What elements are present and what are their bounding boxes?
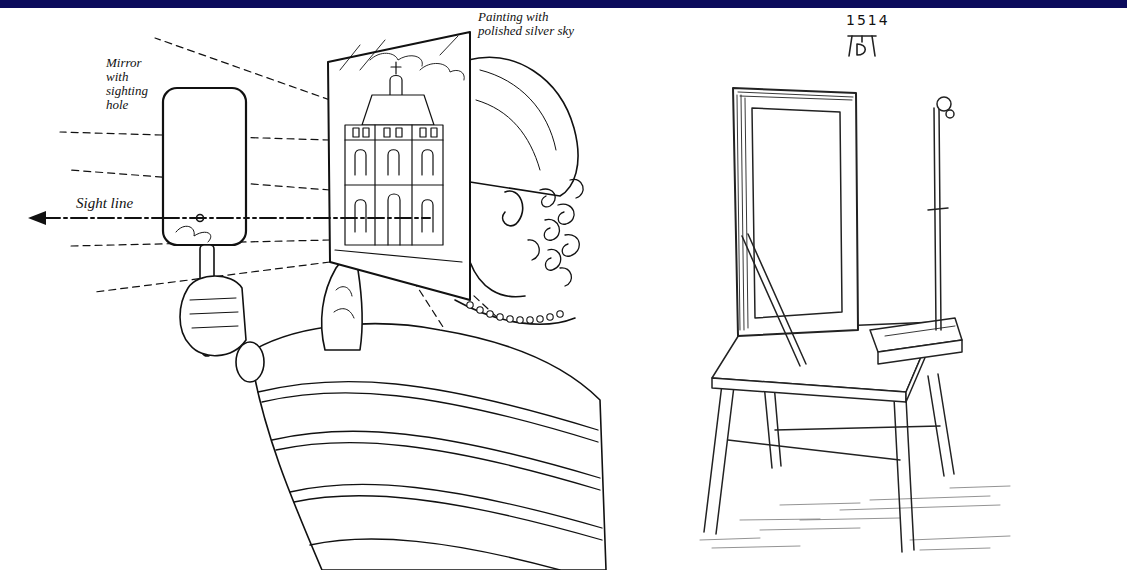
- necklace: [467, 302, 563, 323]
- cap: [468, 57, 578, 196]
- arrowhead: [28, 211, 46, 225]
- painting-panel: [328, 32, 470, 300]
- callout-label: Painting with polished silver sky: [478, 10, 578, 38]
- callout-label: Sight line: [76, 195, 133, 212]
- frame-shading: [737, 92, 853, 330]
- sleeve: [250, 324, 606, 570]
- sleeve-stripes: [258, 381, 602, 570]
- mirror: [163, 88, 246, 245]
- jaw: [470, 262, 525, 297]
- monogram: [848, 36, 876, 56]
- cuff: [236, 342, 264, 382]
- brunelleschi-figure: [28, 32, 606, 570]
- drawing-apparatus: [700, 36, 1010, 552]
- ear: [503, 191, 523, 226]
- shadow-hatching: [700, 486, 1010, 550]
- baptistery: [335, 62, 462, 262]
- hair: [528, 179, 583, 286]
- silver-sky: [340, 36, 464, 80]
- date-label: 1514: [846, 12, 890, 28]
- hand: [322, 261, 363, 350]
- header-bar: [0, 0, 1127, 8]
- sight-line: [44, 217, 430, 219]
- callout-label: Mirror with sighting hole: [106, 56, 148, 112]
- holding-hand: [180, 276, 246, 356]
